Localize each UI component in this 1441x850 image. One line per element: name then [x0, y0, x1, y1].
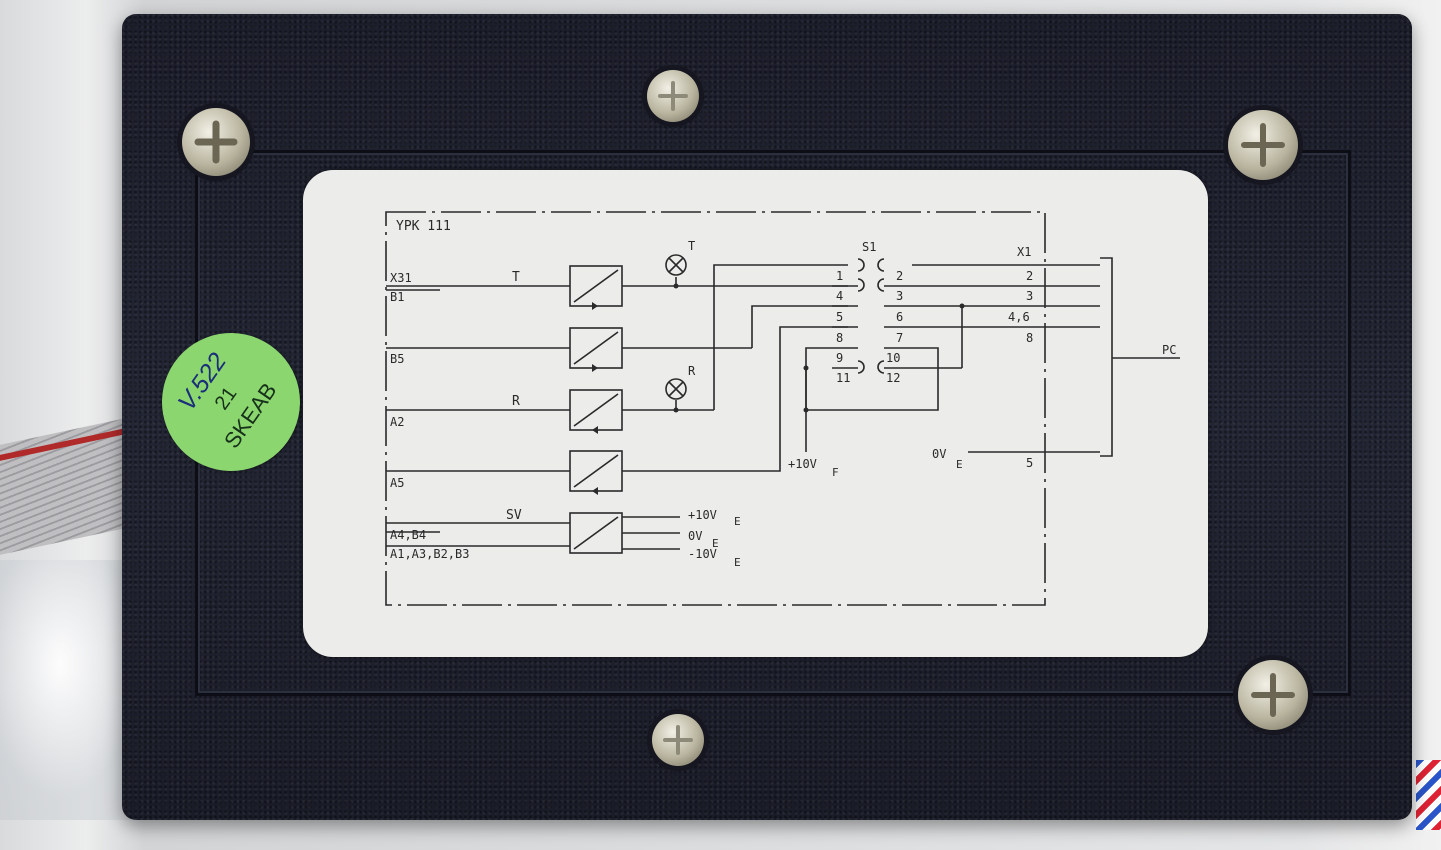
switch-pin-9: 9: [836, 351, 843, 365]
connector-pin-8: 8: [1026, 331, 1033, 345]
supply-out-minus10-label: -10V: [688, 547, 717, 561]
switch-pin-4: 4: [836, 289, 843, 303]
supply-out-plus10-label: +10V: [688, 508, 717, 522]
switch-pin-12: 12: [886, 371, 900, 385]
lamp-label-t: T: [688, 239, 695, 253]
supply-out-0v-subscript: E: [712, 537, 719, 550]
terminal-a5: A5: [390, 476, 404, 490]
terminal-x31: X31: [390, 271, 412, 285]
supply-out-plus10-subscript: E: [734, 515, 741, 528]
schematic-label: [303, 170, 1208, 657]
pc-label: PC: [1162, 343, 1176, 357]
ground-e-subscript: E: [956, 458, 963, 471]
screw-top-left: [182, 108, 250, 176]
screw-top-center: [647, 70, 699, 122]
screw-top-right: [1228, 110, 1298, 180]
switch-pin-5: 5: [836, 310, 843, 324]
switch-pin-6: 6: [896, 310, 903, 324]
terminal-b1: B1: [390, 290, 404, 304]
connector-pin-2: 2: [1026, 269, 1033, 283]
terminal-b5: B5: [390, 352, 404, 366]
supply-out-0v-label: 0V: [688, 529, 702, 543]
ground-e-label: 0V: [932, 447, 946, 461]
supply-f-subscript: F: [832, 466, 839, 479]
signal-label-sv: SV: [506, 508, 522, 523]
diagram-title: YPK 111: [396, 219, 451, 234]
connector-pin-4-6: 4,6: [1008, 310, 1030, 324]
switch-pin-7: 7: [896, 331, 903, 345]
switch-pin-11: 11: [836, 371, 850, 385]
connector-pin-3: 3: [1026, 289, 1033, 303]
signal-label-t: T: [512, 270, 520, 285]
connector-pin-5: 5: [1026, 456, 1033, 470]
screw-bottom-center: [652, 714, 704, 766]
packaging-stripe: [1416, 760, 1441, 830]
switch-pin-10: 10: [886, 351, 900, 365]
screw-bottom-right: [1238, 660, 1308, 730]
lamp-label-r: R: [688, 364, 696, 378]
terminal-a1-a3-b2-b3: A1,A3,B2,B3: [390, 547, 469, 561]
switch-label: S1: [862, 240, 876, 254]
switch-pin-1: 1: [836, 269, 843, 283]
switch-pin-3: 3: [896, 289, 903, 303]
connector-label: X1: [1017, 245, 1031, 259]
terminal-a4-b4: A4,B4: [390, 528, 426, 542]
supply-out-minus10-subscript: E: [734, 556, 741, 569]
supply-f-label: +10V: [788, 457, 817, 471]
switch-pin-2: 2: [896, 269, 903, 283]
signal-label-r: R: [512, 394, 520, 409]
terminal-a2: A2: [390, 415, 404, 429]
switch-pin-8: 8: [836, 331, 843, 345]
